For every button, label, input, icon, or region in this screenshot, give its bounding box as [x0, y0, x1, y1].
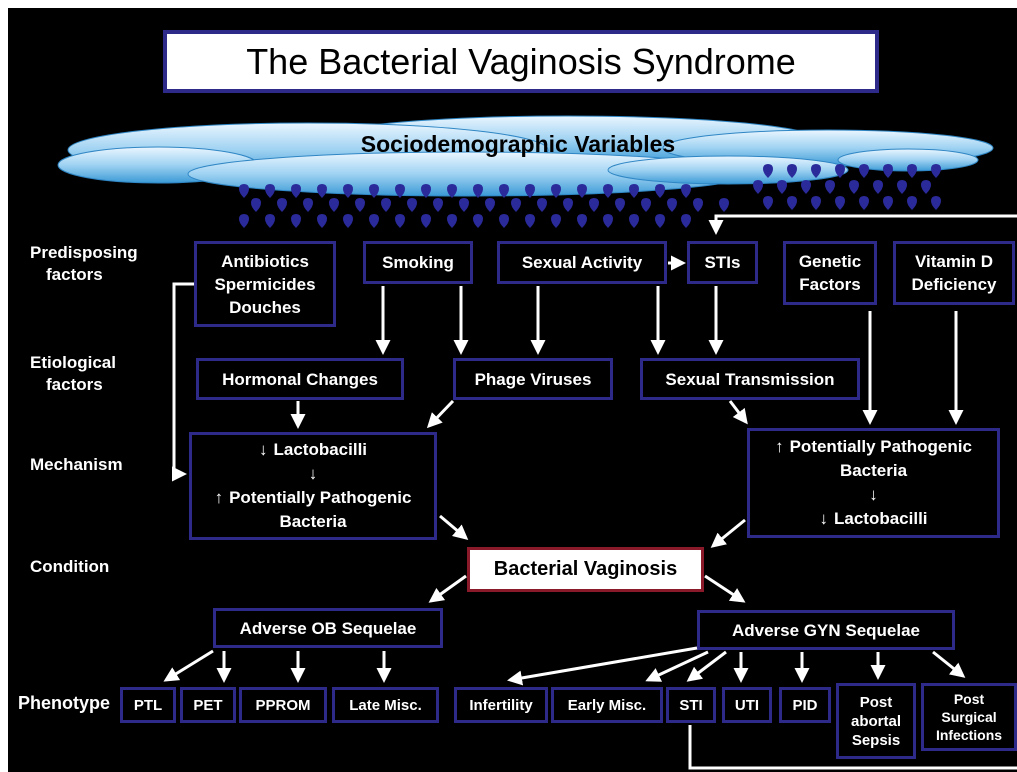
- connector-arrows: [8, 8, 1017, 772]
- diagram-canvas: The Bacterial Vaginosis Syndrome Sociode…: [8, 8, 1017, 772]
